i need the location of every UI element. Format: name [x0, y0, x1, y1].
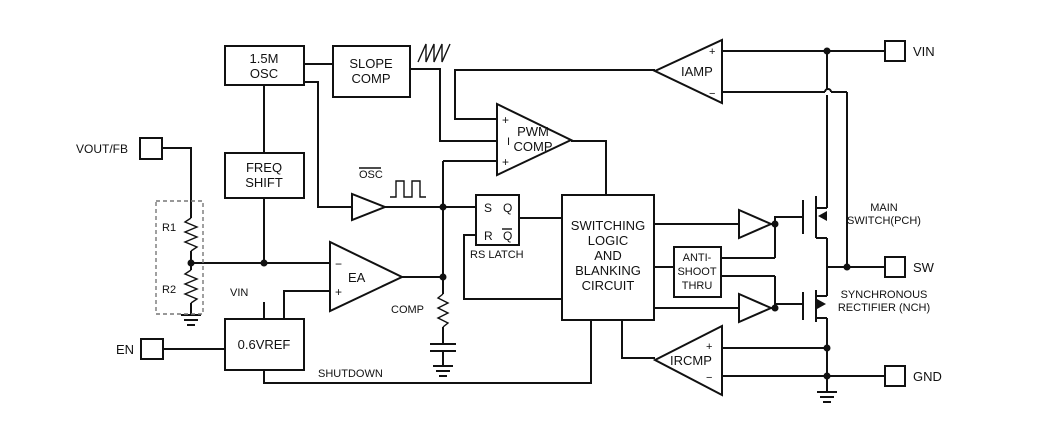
- iamp-plus: +: [709, 46, 715, 58]
- anti-shoot-thru-block: ANTI- SHOOT THRU: [673, 246, 722, 298]
- pin-en-label: EN: [116, 342, 134, 357]
- freq-line2: SHIFT: [245, 175, 283, 190]
- vref-label: 0.6VREF: [238, 337, 291, 352]
- pin-gnd-box: [884, 365, 906, 387]
- latch-s: S: [484, 201, 492, 215]
- slope-line1: SLOPE: [349, 56, 393, 71]
- pin-vin: VIN: [884, 40, 935, 62]
- sync-rectifier-line2: RECTIFIER (NCH): [838, 302, 930, 314]
- anti-line3: THRU: [682, 280, 713, 292]
- iamp-minus: −: [709, 88, 715, 100]
- pin-vout-fb-label: VOUT/FB: [76, 142, 128, 156]
- osc-buffer: [351, 192, 388, 222]
- pin-en: EN: [116, 338, 164, 360]
- pin-gnd: GND: [884, 365, 942, 387]
- pin-sw-label: SW: [913, 260, 935, 275]
- ea-label: EA: [348, 270, 366, 285]
- osc-line1: 1.5M: [250, 51, 279, 66]
- iamp-label: IAMP: [681, 64, 713, 79]
- pin-vout-fb-box: [139, 137, 163, 160]
- ircmp-comparator: + − IRCMP: [652, 324, 723, 397]
- pin-gnd-label: GND: [913, 369, 942, 384]
- latch-q: Q: [503, 201, 512, 215]
- switching-line1: SWITCHING: [571, 218, 645, 233]
- ircmp-plus: +: [706, 341, 712, 353]
- main-gate-driver: [738, 208, 774, 240]
- slope-line2: COMP: [352, 71, 391, 86]
- rs-latch-block: S Q R Q RS LATCH: [470, 194, 524, 261]
- pin-vin-box: [884, 40, 906, 62]
- ea-amplifier: − + EA: [329, 240, 405, 313]
- main-switch-line2: SWITCH(PCH): [847, 215, 921, 227]
- pwm-i: I: [507, 136, 510, 148]
- ea-minus: −: [335, 257, 342, 271]
- shutdown-label: SHUTDOWN: [318, 368, 383, 380]
- comp-label: COMP: [391, 304, 424, 316]
- junctions: [187, 47, 851, 380]
- pin-vout-fb: VOUT/FB: [76, 137, 163, 160]
- pwm-line2: COMP: [514, 139, 553, 154]
- anti-line2: SHOOT: [677, 266, 716, 278]
- vin-small-label: VIN: [230, 287, 248, 299]
- osc-line2: OSC: [250, 66, 278, 81]
- main-switch-line1: MAIN: [870, 202, 898, 214]
- latch-r: R: [484, 229, 493, 243]
- sync-rectifier-line1: SYNCHRONOUS: [841, 289, 928, 301]
- switching-line4: BLANKING: [575, 263, 641, 278]
- r2-label: R2: [162, 284, 176, 296]
- iamp-amplifier: + − IAMP: [652, 38, 723, 105]
- vref-block: 0.6VREF: [224, 318, 305, 371]
- osc-block: 1.5M OSC: [224, 45, 305, 86]
- latch-qbar: Q: [503, 229, 512, 243]
- pin-sw-box: [884, 256, 906, 278]
- freq-line1: FREQ: [246, 160, 282, 175]
- pin-vin-label: VIN: [913, 44, 935, 59]
- osc-signal-label: OSC: [359, 169, 383, 181]
- slope-comp-block: SLOPE COMP: [332, 45, 411, 98]
- pwm-plus-top: +: [502, 113, 509, 127]
- sync-gate-driver: [738, 292, 774, 324]
- pwm-plus-bottom: +: [502, 155, 509, 169]
- latch-name: RS LATCH: [470, 249, 524, 261]
- pin-en-box: [140, 338, 164, 360]
- pwm-line1: PWM: [517, 124, 549, 139]
- ircmp-minus: −: [706, 372, 712, 384]
- r1-label: R1: [162, 222, 176, 234]
- pin-sw: SW: [884, 256, 935, 278]
- switching-line5: CIRCUIT: [582, 278, 635, 293]
- anti-line1: ANTI-: [683, 252, 712, 264]
- switching-line3: AND: [594, 248, 621, 263]
- switching-logic-block: SWITCHING LOGIC AND BLANKING CIRCUIT: [561, 194, 655, 321]
- wires: [155, 43, 885, 403]
- labels: OSC COMP VIN SHUTDOWN R1 R2 MAIN SWITCH(…: [162, 167, 930, 380]
- ircmp-label: IRCMP: [670, 353, 712, 368]
- pwm-comparator: + I + PWM COMP: [496, 102, 574, 177]
- freq-shift-block: FREQ SHIFT: [224, 152, 305, 199]
- ea-plus: +: [335, 285, 342, 299]
- switching-line2: LOGIC: [588, 233, 628, 248]
